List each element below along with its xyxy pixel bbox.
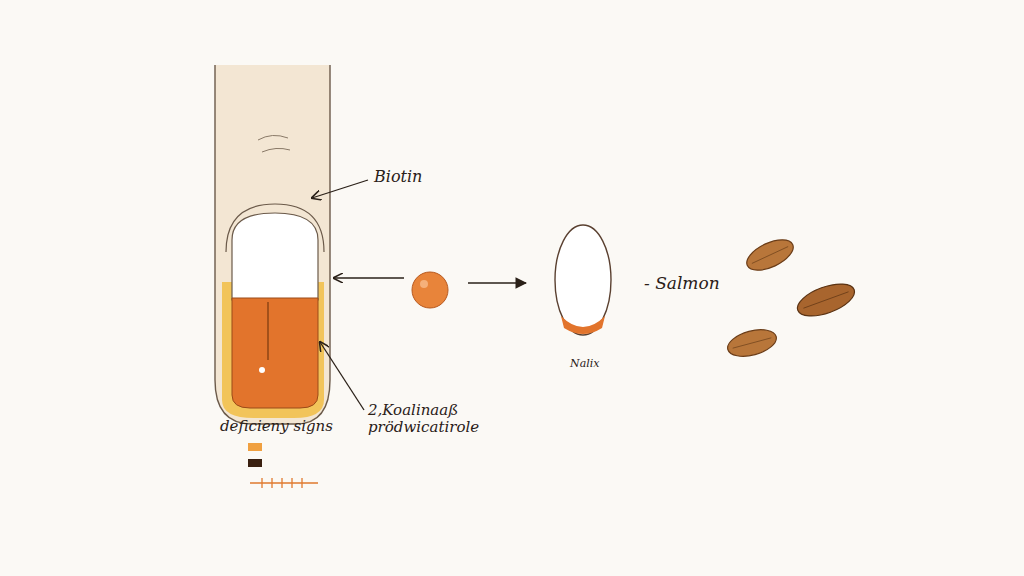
leader-line	[320, 342, 364, 410]
arrow	[334, 277, 404, 278]
knuckle-lines	[258, 135, 290, 152]
nail-shape	[555, 225, 611, 335]
part-label: deficieny signs	[220, 418, 333, 435]
nutrient-dot	[412, 272, 448, 308]
arrow	[468, 282, 526, 283]
nutrient-highlight	[420, 280, 428, 288]
nail-spot	[259, 367, 265, 373]
almonds	[725, 234, 859, 362]
nail-plate	[232, 213, 318, 300]
nail-rim	[222, 282, 324, 418]
tick-line	[250, 478, 318, 488]
part-label: - Salmon	[644, 274, 720, 294]
finger	[215, 65, 330, 424]
nail-discolour	[232, 298, 318, 408]
finger-outline	[215, 65, 330, 424]
part-label: Nalix	[570, 358, 599, 371]
leader-line	[312, 180, 368, 198]
part-label: Biotin	[374, 168, 422, 186]
swatch	[248, 459, 262, 467]
nail-tip	[561, 316, 605, 334]
nail-ridge	[267, 302, 268, 360]
part-label: 2,Koalinaaß prödwicatirole	[368, 402, 498, 437]
swatch	[248, 443, 262, 451]
